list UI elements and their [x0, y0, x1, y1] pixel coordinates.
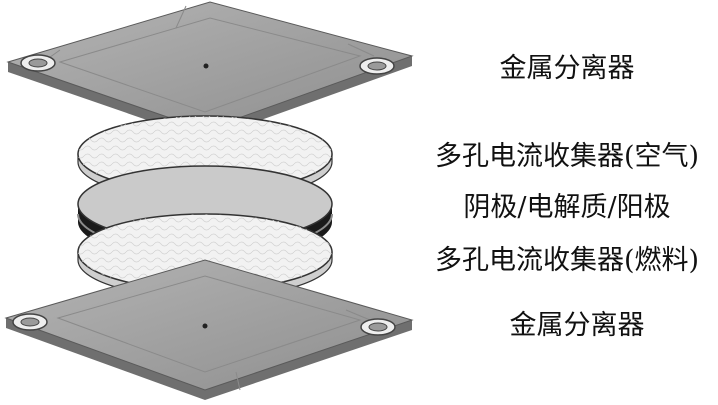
bottom-metal-separator-plate	[6, 260, 412, 400]
label-top-metal-separator: 金属分离器	[500, 53, 635, 85]
label-porous-collector-air: 多孔电流收集器(空气)	[435, 141, 699, 173]
label-porous-collector-fuel: 多孔电流收集器(燃料)	[435, 245, 699, 277]
exploded-cell-stack	[0, 0, 430, 405]
top-plate-center-hole	[204, 64, 209, 69]
label-bottom-metal-separator: 金属分离器	[510, 310, 645, 342]
bottom-plate-center-hole	[203, 324, 208, 329]
top-plate-face	[8, 2, 412, 130]
label-cathode-electrolyte-anode: 阴极/电解质/阳极	[463, 192, 670, 224]
